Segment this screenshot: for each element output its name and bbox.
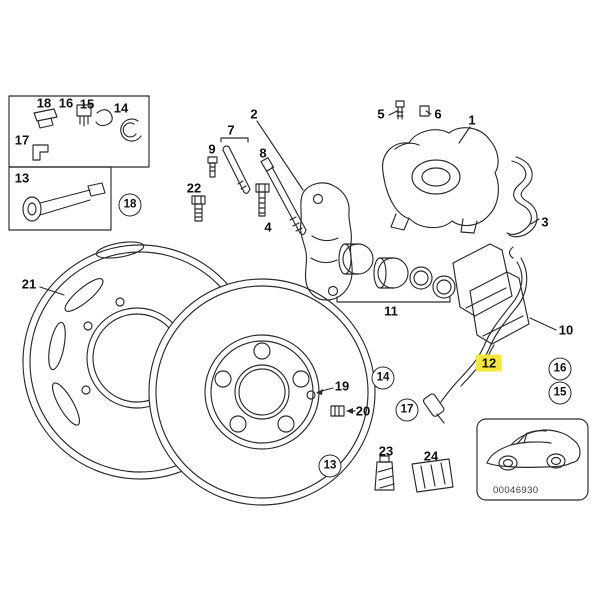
- brake-disc-art: [148, 278, 376, 506]
- car-inset-art: [476, 418, 589, 501]
- bleeder-screw-art: [395, 100, 430, 120]
- part-callout-21[interactable]: 21: [21, 276, 37, 292]
- leader-lines-art: [39, 110, 557, 414]
- part-callout-20[interactable]: 20: [355, 403, 371, 419]
- part-callout-19[interactable]: 19: [334, 378, 350, 394]
- paste-tube-art: [374, 455, 395, 491]
- part-callout-18[interactable]: 18: [36, 95, 52, 111]
- image-number: 00046930: [493, 485, 539, 496]
- brake-pads-art: [452, 243, 530, 345]
- part-callout-16-circled[interactable]: 16: [548, 357, 572, 381]
- bolt-4-art: [255, 183, 270, 217]
- part-callout-17[interactable]: 17: [14, 132, 30, 148]
- part-callout-22[interactable]: 22: [186, 180, 202, 196]
- caliper-carrier-art: [299, 182, 353, 301]
- part-callout-10[interactable]: 10: [558, 322, 574, 338]
- part-callout-13-circled[interactable]: 13: [318, 454, 342, 478]
- part-callout-24[interactable]: 24: [423, 448, 439, 464]
- retaining-spring-art: [506, 156, 538, 238]
- part-callout-9[interactable]: 9: [208, 141, 216, 157]
- part-callout-14-circled[interactable]: 14: [371, 366, 395, 390]
- part-callout-6[interactable]: 6: [434, 106, 442, 122]
- part-callout-13[interactable]: 13: [14, 170, 30, 186]
- plug-screw-20-art: [330, 405, 345, 417]
- part-callout-4[interactable]: 4: [264, 219, 272, 235]
- part-callout-7[interactable]: 7: [227, 122, 235, 138]
- repair-kit-art: [336, 243, 456, 303]
- part-callout-3[interactable]: 3: [541, 214, 549, 230]
- part-callout-2[interactable]: 2: [250, 106, 258, 122]
- part-callout-11[interactable]: 11: [384, 303, 398, 319]
- part-callout-8[interactable]: 8: [259, 145, 267, 161]
- part-callout-5[interactable]: 5: [377, 106, 385, 122]
- inset-clips-box-art: [8, 95, 150, 231]
- part-callout-14[interactable]: 14: [113, 100, 129, 116]
- part-callout-17-circled[interactable]: 17: [395, 398, 419, 422]
- part-callout-16[interactable]: 16: [58, 95, 74, 111]
- wear-sensor-art: [422, 246, 528, 424]
- caliper-art: [382, 127, 499, 234]
- part-callout-23[interactable]: 23: [378, 443, 394, 459]
- part-callout-1[interactable]: 1: [468, 112, 476, 128]
- grease-sachet-art: [411, 458, 454, 493]
- part-callout-15-circled[interactable]: 15: [548, 381, 572, 405]
- part-callout-15[interactable]: 15: [79, 96, 95, 112]
- part-callout-18-circled[interactable]: 18: [118, 193, 142, 217]
- bolt-22-art: [191, 195, 206, 222]
- part-callout-12[interactable]: 12: [475, 354, 503, 372]
- guide-bolts-art: [207, 137, 307, 236]
